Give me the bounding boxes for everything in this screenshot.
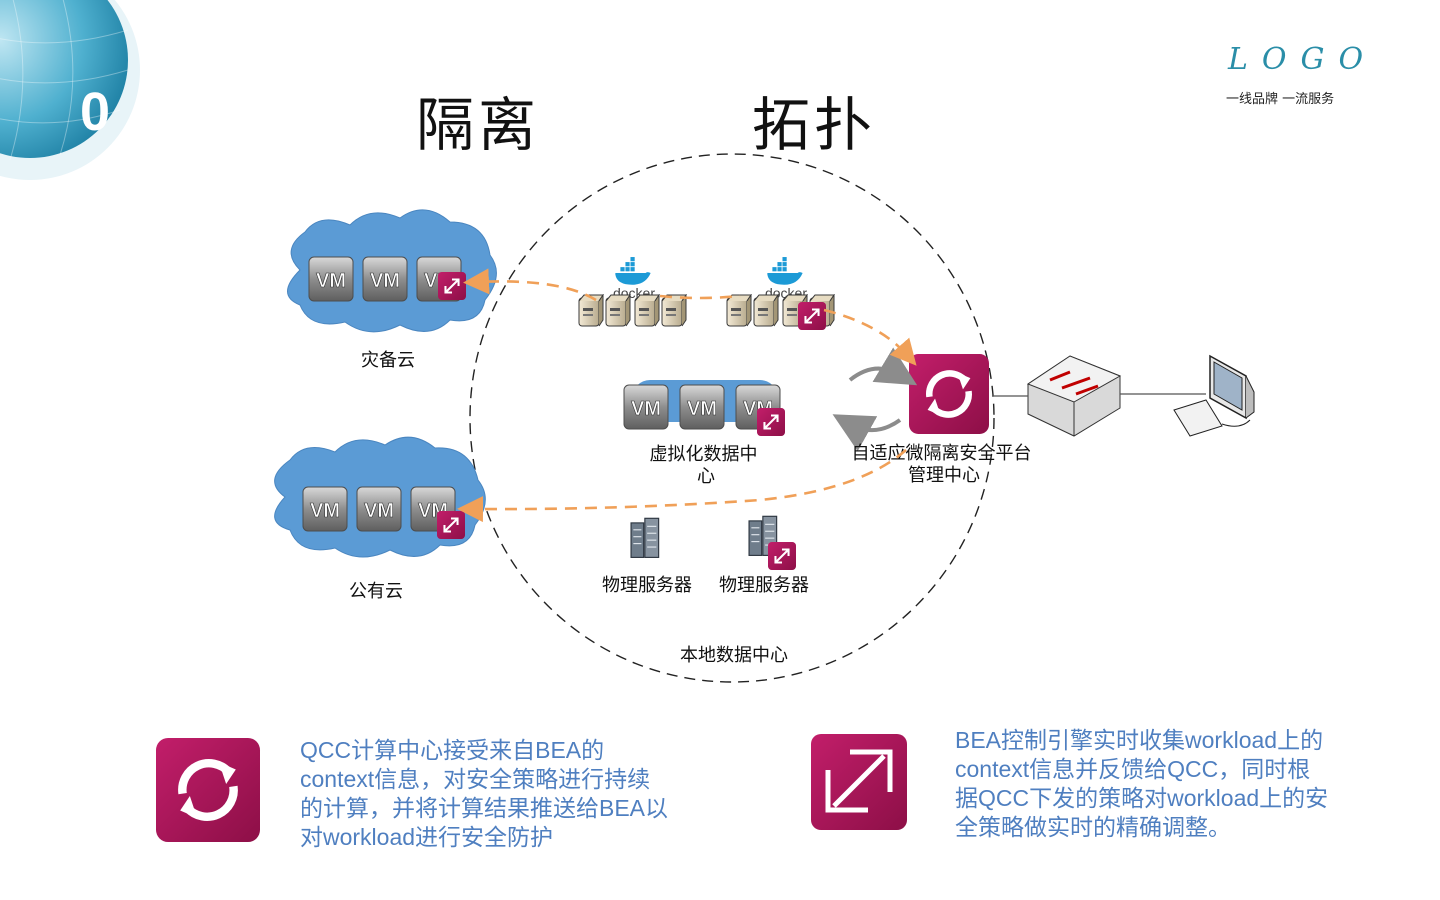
- globe-decoration: 0: [0, 0, 140, 180]
- network-switch: [1026, 355, 1122, 437]
- logo: LOGO: [1228, 42, 1378, 77]
- flow-arrow-to-public-cloud: [457, 449, 907, 523]
- legend-bea-line-3: 据QCC下发的策略对workload上的安: [955, 785, 1329, 811]
- legend-qcc-line-4: 对workload进行安全防护: [300, 824, 554, 850]
- physical-server-1: [630, 517, 660, 559]
- slogan: 一线品牌 一流服务: [1226, 92, 1335, 107]
- physical-server-2: [748, 515, 796, 570]
- sync-arrow-top: [848, 347, 918, 386]
- legend-bea-line-1: BEA控制引擎实时收集workload上的: [955, 727, 1324, 753]
- legend-qcc-line-1: QCC计算中心接受来自BEA的: [300, 737, 605, 763]
- local-dc-label: 本地数据中心: [680, 645, 788, 665]
- legend-qcc-description: QCC计算中心接受来自BEA的 context信息，对安全策略进行持续 的计算，…: [300, 736, 720, 852]
- physical-server-1-label: 物理服务器: [602, 575, 692, 595]
- docker-host-group-2: docker: [726, 257, 835, 330]
- legend-qcc-line-3: 的计算，并将计算结果推送给BEA以: [300, 795, 669, 821]
- virtual-dc-label: 虚拟化数据中 心: [649, 444, 762, 486]
- dr-cloud: [287, 209, 497, 333]
- platform-label: 自适应微隔离安全平台 管理中心: [851, 443, 1036, 485]
- legend-bea-line-2: context信息并反馈给QCC，同时根: [955, 756, 1311, 782]
- docker-host-group-1: docker: [578, 257, 687, 327]
- public-cloud-label: 公有云: [349, 581, 403, 601]
- legend-bea-icon: [811, 734, 907, 830]
- dr-cloud-label: 灾备云: [361, 350, 415, 370]
- legend-qcc-icon: [156, 738, 260, 842]
- public-cloud: [274, 436, 486, 558]
- title-left: 隔离: [416, 91, 541, 159]
- qcc-platform: [909, 354, 989, 434]
- local-datacenter-boundary: [469, 153, 995, 683]
- virtual-datacenter: [623, 380, 785, 436]
- legend-bea-line-4: 全策略做实时的精确调整。: [955, 814, 1231, 840]
- flow-arrow-to-platform: [823, 308, 917, 366]
- sync-arrow-bottom: [832, 414, 902, 452]
- physical-server-2-label: 物理服务器: [719, 575, 809, 595]
- title-right: 拓扑: [752, 91, 877, 159]
- legend-qcc-line-2: context信息，对安全策略进行持续: [300, 766, 651, 792]
- flow-arrow-to-dr-cloud: [463, 268, 597, 302]
- flow-arrow-docker-link: [659, 294, 741, 300]
- computer-terminal: [1173, 354, 1255, 437]
- corner-number: 0: [80, 82, 110, 142]
- legend-bea-description: BEA控制引擎实时收集workload上的 context信息并反馈给QCC，同…: [955, 726, 1375, 842]
